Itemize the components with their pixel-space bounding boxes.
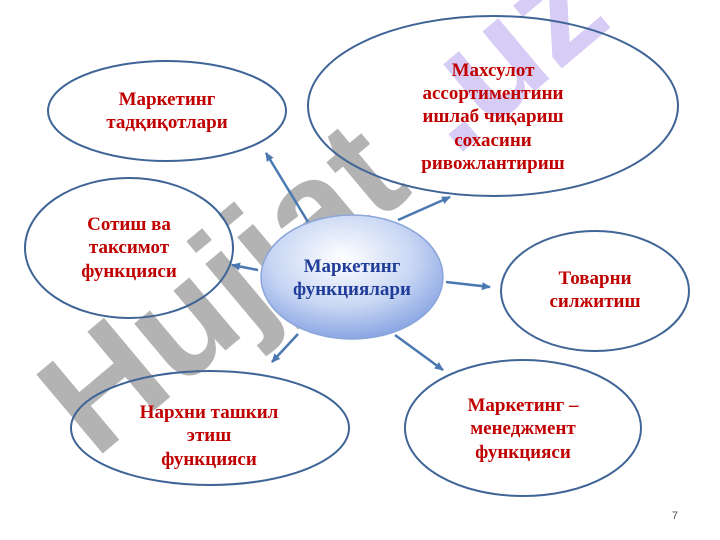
node-research-label: Маркетинг тадқиқотлари (106, 88, 228, 133)
node-promotion: Товарни силжитиш (505, 238, 685, 342)
center-node: Маркетинг функциялари (262, 228, 442, 328)
node-management: Маркетинг – менеджмент функцияси (410, 376, 636, 482)
ellipse-management (404, 359, 642, 497)
ellipse-sales (24, 177, 234, 319)
arrow-to-promotion (445, 280, 491, 291)
arrow-to-management (394, 333, 444, 372)
arrow-to-pricing (271, 333, 299, 363)
arrow-to-research (264, 152, 310, 223)
page-number: 7 (671, 510, 678, 522)
arrow-to-assortment (397, 195, 451, 222)
node-pricing-label: Нархни ташкил этиш функцияси (139, 402, 279, 470)
node-management-label: Маркетинг – менеджмент функцияси (467, 395, 579, 463)
node-pricing: Нархни ташкил этиш функцияси (76, 384, 342, 488)
node-assortment-label: Махсулот ассортиментини ишлаб чиқариш со… (421, 60, 565, 174)
ellipse-assortment (307, 15, 679, 197)
ellipse-promotion (500, 230, 690, 352)
node-assortment: Махсулот ассортиментини ишлаб чиқариш со… (345, 42, 641, 192)
ellipse-pricing (70, 370, 350, 486)
node-promotion-label: Товарни силжитиш (549, 267, 641, 312)
ellipse-center (260, 214, 444, 340)
center-node-label: Маркетинг функциялари (293, 255, 411, 300)
node-research: Маркетинг тадқиқотлари (52, 70, 282, 152)
arrow-to-sales (231, 262, 259, 272)
node-sales: Сотиш ва таксимот функцияси (32, 188, 226, 308)
node-sales-label: Сотиш ва таксимот функцияси (81, 214, 177, 282)
ellipse-research (47, 60, 287, 162)
